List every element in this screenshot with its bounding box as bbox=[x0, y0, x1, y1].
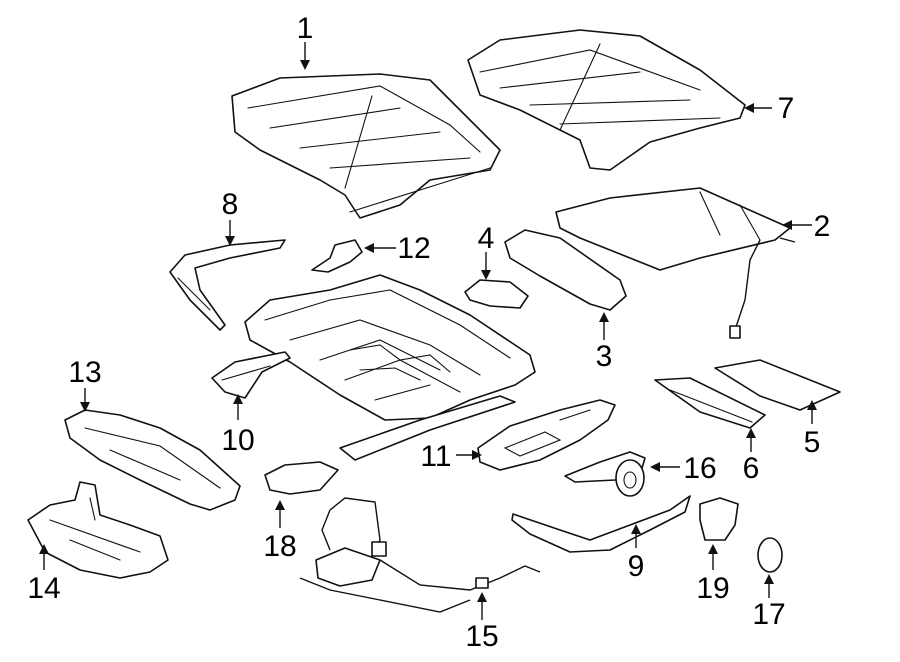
part-18-cap[interactable] bbox=[264, 461, 339, 495]
callout-10: 10 bbox=[221, 424, 254, 457]
part-12-clip[interactable] bbox=[311, 239, 363, 273]
callout-13: 13 bbox=[68, 356, 101, 389]
lower-rail[interactable] bbox=[339, 395, 516, 461]
callout-6: 6 bbox=[743, 452, 760, 485]
part-6-pad[interactable] bbox=[654, 377, 766, 429]
callout-3: 3 bbox=[596, 340, 613, 373]
callout-15: 15 bbox=[465, 620, 498, 653]
part-7-cushion-pad[interactable] bbox=[467, 29, 746, 171]
part-9-trim-strip[interactable] bbox=[511, 495, 691, 553]
callout-5: 5 bbox=[804, 426, 821, 459]
part-5-pad[interactable] bbox=[714, 359, 841, 411]
part-8-side-trim[interactable] bbox=[169, 239, 286, 331]
callout-14: 14 bbox=[27, 572, 60, 605]
part-14-base-tray[interactable] bbox=[27, 481, 169, 579]
part-2-heater[interactable] bbox=[555, 187, 796, 339]
part-11-side-shield[interactable] bbox=[477, 399, 616, 471]
callout-4: 4 bbox=[478, 222, 495, 255]
part-17-grommet[interactable] bbox=[757, 537, 783, 573]
callout-17: 17 bbox=[752, 598, 785, 631]
part-16-motor[interactable] bbox=[564, 451, 646, 497]
part-3-bolster[interactable] bbox=[504, 229, 627, 311]
callout-16: 16 bbox=[683, 452, 716, 485]
part-10-rail[interactable] bbox=[211, 351, 291, 399]
seat-frame[interactable] bbox=[244, 274, 536, 421]
part-1-cushion-cover[interactable] bbox=[231, 73, 501, 219]
callout-12: 12 bbox=[397, 232, 430, 265]
callout-19: 19 bbox=[696, 572, 729, 605]
callout-8: 8 bbox=[222, 188, 239, 221]
callout-7: 7 bbox=[778, 92, 795, 125]
leader-lines bbox=[39, 42, 817, 620]
callout-11: 11 bbox=[420, 440, 451, 473]
callout-2: 2 bbox=[814, 210, 831, 243]
part-19-connector[interactable] bbox=[699, 497, 739, 541]
callout-18: 18 bbox=[263, 530, 296, 563]
part-15-harness[interactable] bbox=[299, 497, 541, 613]
part-4-bracket[interactable] bbox=[464, 279, 529, 309]
callout-1: 1 bbox=[297, 12, 314, 45]
part-13-side-cover[interactable] bbox=[64, 409, 241, 511]
callout-9: 9 bbox=[628, 550, 645, 583]
